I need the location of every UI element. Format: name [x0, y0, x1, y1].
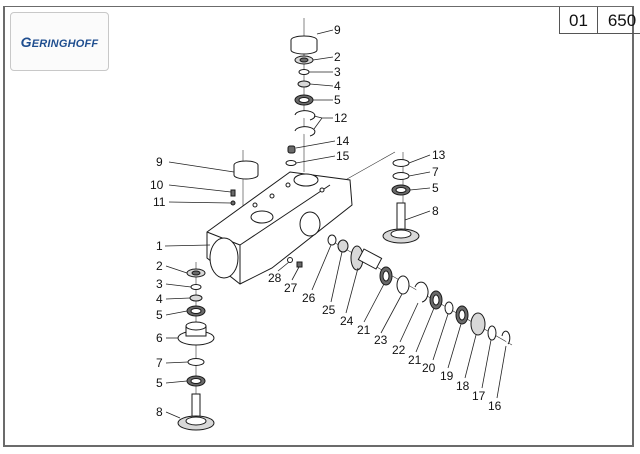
part-washer-top-3 — [298, 69, 310, 75]
callout-23: 23 — [374, 333, 388, 347]
part-bearing-5d — [391, 184, 411, 196]
part-washer-top-4 — [297, 80, 311, 88]
callout-12: 12 — [334, 111, 348, 125]
callout-8-right: 8 — [432, 204, 439, 218]
part-washer-4b — [189, 294, 203, 302]
part-gear-shaft-8b — [177, 393, 215, 431]
callout-9-top: 9 — [334, 23, 341, 37]
callout-24: 24 — [340, 314, 354, 328]
callout-4-top: 4 — [334, 79, 341, 93]
part-circlip-22 — [414, 281, 429, 303]
callout-14: 14 — [336, 134, 350, 148]
part-seal-19 — [455, 305, 469, 325]
part-ring-7a — [392, 172, 410, 180]
callout-28: 28 — [268, 271, 282, 285]
part-circlip-top-a — [294, 110, 316, 121]
part-circlip-16 — [501, 330, 511, 345]
part-ring-20 — [444, 301, 454, 315]
part-flange-6 — [177, 321, 215, 346]
callout-5-left: 5 — [156, 308, 163, 322]
callout-10: 10 — [150, 178, 164, 192]
callout-1: 1 — [156, 239, 163, 253]
part-plug-14 — [287, 145, 296, 154]
callout-15: 15 — [336, 149, 350, 163]
callout-5-right: 5 — [432, 181, 439, 195]
part-ring-13 — [392, 159, 410, 167]
part-gearbox-housing — [206, 171, 353, 285]
callout-3-top: 3 — [334, 65, 341, 79]
callout-21-first: 21 — [357, 323, 371, 337]
callout-16: 16 — [488, 399, 502, 413]
part-circlip-top-b — [294, 126, 316, 137]
callout-3-left: 3 — [156, 277, 163, 291]
part-bearing-21b — [429, 290, 443, 310]
part-bearing-21a — [379, 266, 393, 286]
callout-22: 22 — [392, 343, 406, 357]
page-number: 650 — [597, 7, 640, 33]
part-bushing-25 — [337, 239, 349, 253]
callout-18: 18 — [456, 379, 470, 393]
part-seal-15 — [285, 160, 297, 166]
part-screw-27 — [296, 261, 303, 268]
callout-7-right: 7 — [432, 165, 439, 179]
callout-8-left: 8 — [156, 405, 163, 419]
part-bearing-5b — [186, 305, 206, 317]
callout-6: 6 — [156, 331, 163, 345]
callout-17: 17 — [472, 389, 486, 403]
callout-5-left-lower: 5 — [156, 376, 163, 390]
brand-logo: GERINGHOFF — [10, 12, 109, 71]
part-ring-17 — [487, 325, 497, 341]
logo-text: GERINGHOFF — [20, 33, 99, 50]
callout-4-left: 4 — [156, 292, 163, 306]
part-bolt-10 — [230, 189, 236, 197]
part-ring-18 — [470, 312, 486, 336]
callout-11: 11 — [153, 195, 166, 209]
diagonal-axis-line — [339, 151, 396, 184]
part-washer-11 — [230, 200, 236, 206]
part-ring-7b — [187, 358, 205, 366]
callout-5-top: 5 — [334, 93, 341, 107]
part-bearing-5c — [186, 375, 206, 387]
callout-20: 20 — [422, 361, 436, 375]
callout-27: 27 — [284, 281, 298, 295]
callout-2-top: 2 — [334, 50, 341, 64]
callout-19: 19 — [440, 369, 454, 383]
part-washer-28 — [287, 257, 293, 263]
callout-13: 13 — [432, 148, 446, 162]
part-pinion-shaft-24 — [350, 245, 383, 271]
callout-25: 25 — [322, 303, 336, 317]
callout-21-second: 21 — [408, 353, 422, 367]
part-ring-23 — [396, 275, 410, 295]
group-number: 01 — [569, 11, 588, 30]
part-washer-3b — [190, 284, 202, 290]
part-ring-26 — [327, 234, 337, 246]
part-bushing-top — [290, 35, 318, 55]
part-bearing-top-5 — [294, 94, 314, 106]
callout-26: 26 — [302, 291, 316, 305]
page-reference-box: 01 650 — [559, 7, 640, 34]
drawing-frame — [3, 6, 634, 447]
part-bearing-top — [294, 55, 314, 65]
part-bushing-left — [233, 160, 259, 180]
part-bearing-2b — [186, 268, 206, 278]
callout-7-left: 7 — [156, 356, 163, 370]
part-gear-shaft-8a — [382, 202, 420, 244]
callout-2-left: 2 — [156, 259, 163, 273]
callout-9-left: 9 — [156, 155, 163, 169]
